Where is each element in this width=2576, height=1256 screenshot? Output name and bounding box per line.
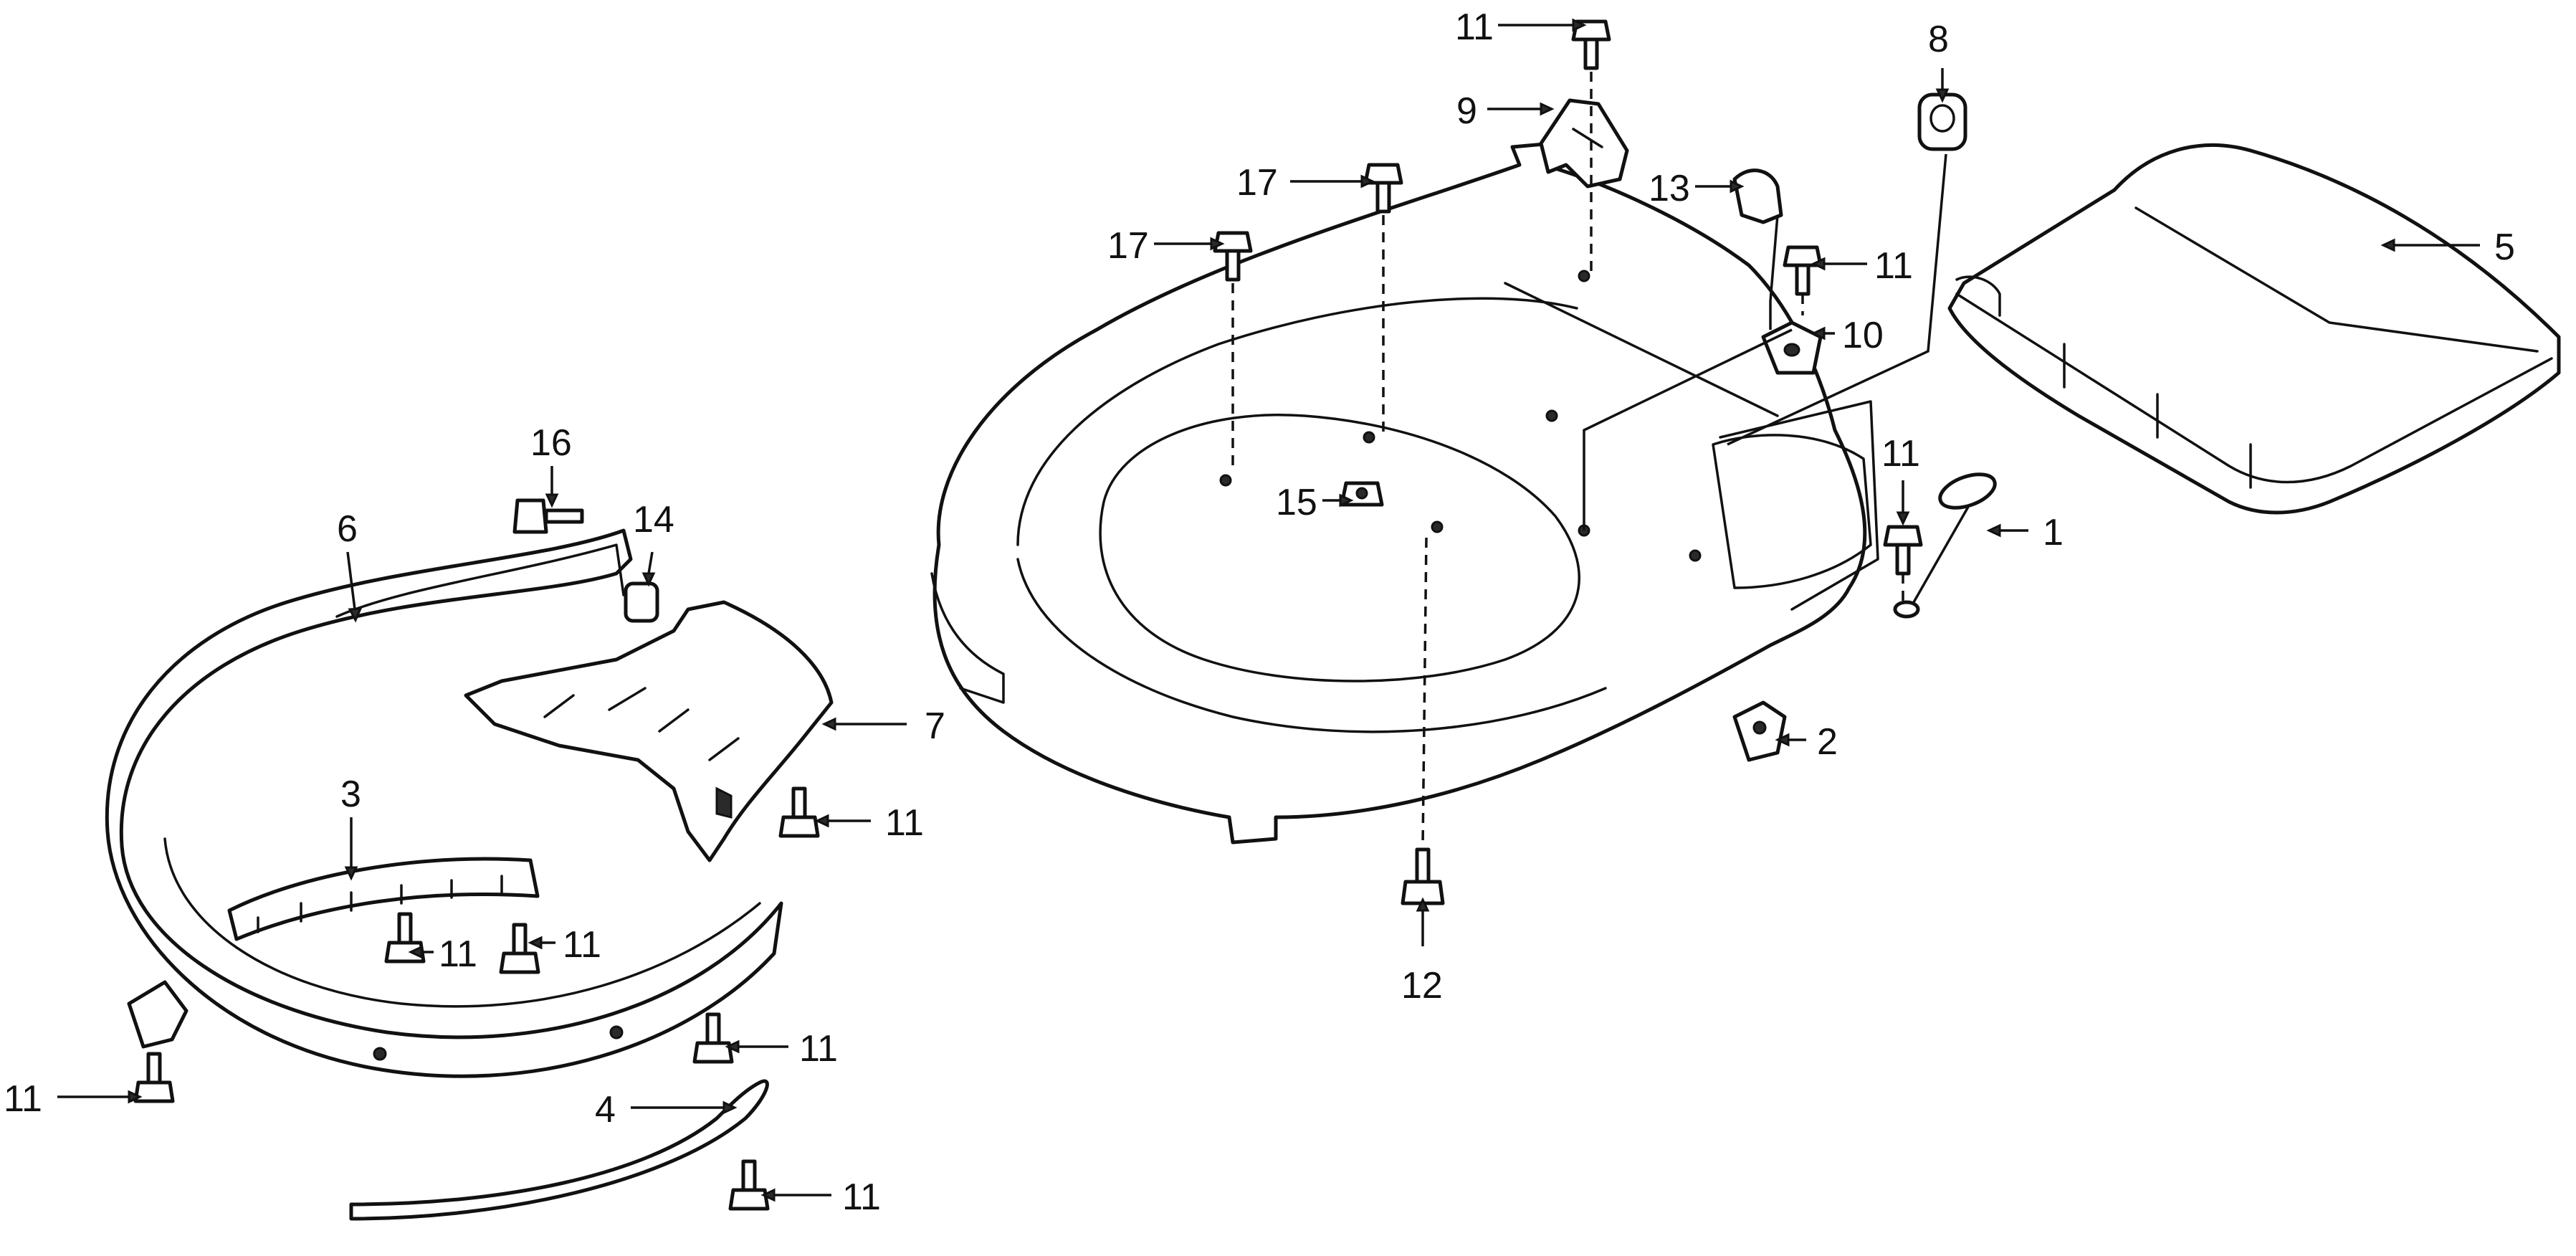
callout-13: 13 (1649, 168, 1690, 209)
grass-catcher-rim (1955, 292, 2553, 484)
part-2-latch (1732, 700, 1787, 762)
part-3-arc-strip (227, 857, 540, 941)
ring-guard-top-band (335, 543, 625, 618)
deck-rear-plate (1712, 434, 1872, 589)
callout-3: 3 (340, 774, 361, 815)
callout-11: 11 (1881, 433, 1920, 475)
callout-10: 10 (1842, 315, 1884, 356)
deck-outer-shell (932, 141, 1867, 845)
baffle-plate (464, 600, 834, 862)
deck-left-edge (930, 572, 1005, 704)
ring-guard-inner (163, 837, 761, 1008)
arc-strip-hatch (257, 875, 503, 933)
deck-inner-rim-lower (1016, 558, 1607, 733)
baffle-tab (715, 786, 733, 819)
bolt-icon (499, 923, 540, 974)
callout-17: 17 (1107, 225, 1149, 267)
ring-guard-hole (609, 1025, 624, 1039)
deck-hole (1363, 431, 1375, 444)
deck-hole (1545, 409, 1558, 422)
bolt-icon (728, 1159, 770, 1211)
deck-rear-edge (1504, 282, 1779, 417)
callout-11: 11 (439, 933, 477, 975)
lower-strip (349, 1079, 769, 1221)
part-10-clip (1761, 320, 1823, 375)
callout-6: 6 (337, 508, 358, 550)
nut-15-icon (1340, 481, 1384, 507)
callout-17: 17 (1236, 162, 1278, 204)
part-1-rod (1893, 472, 1997, 619)
part-5-grass-catcher (1947, 143, 2561, 515)
callout-1: 1 (2043, 512, 2064, 553)
bolt-icon (692, 1012, 734, 1064)
ring-guard-clip (127, 980, 189, 1049)
leader-lines (57, 18, 2480, 1202)
part-4-lower-strip (349, 1079, 769, 1221)
callout-11: 11 (4, 1078, 42, 1120)
deck-hole (1689, 549, 1702, 562)
grass-catcher-fold (2134, 206, 2539, 353)
callout-9: 9 (1456, 90, 1477, 132)
bolt-12-icon (1401, 847, 1445, 905)
part-7-baffle-plate (464, 600, 834, 862)
callout-4: 4 (595, 1089, 616, 1131)
callout-11: 11 (799, 1028, 838, 1070)
grass-catcher-ribs (2063, 343, 2252, 489)
bolt-icon (1571, 19, 1611, 70)
ring-guard-outer (105, 528, 783, 1078)
callout-labels: 11 9 17 17 13 11 10 8 5 11 1 2 15 12 16 … (4, 6, 2515, 1218)
assembly-lines (1231, 72, 1947, 847)
bolt-icon (778, 786, 820, 838)
callout-11: 11 (885, 802, 924, 844)
arc-strip (227, 857, 540, 941)
grass-catcher-handle (1955, 275, 2001, 317)
callout-11: 11 (563, 924, 601, 966)
part-8-grommet (1917, 92, 1967, 151)
callout-11: 11 (1874, 245, 1913, 287)
bolt-17-icon (1213, 231, 1253, 282)
deck-inner-rim (1016, 297, 1578, 546)
part-13-hook (1732, 168, 1783, 224)
callout-12: 12 (1401, 965, 1443, 1007)
callout-5: 5 (2494, 227, 2515, 268)
callout-11: 11 (1455, 6, 1494, 48)
grass-catcher-body (1947, 143, 2561, 515)
deck-hole (1431, 520, 1444, 533)
part-14-bushing (624, 581, 659, 623)
callout-11: 11 (842, 1176, 881, 1218)
callout-2: 2 (1817, 721, 1838, 763)
callout-7: 7 (925, 705, 945, 747)
deck-hole (1219, 474, 1232, 487)
callout-14: 14 (633, 499, 674, 541)
deck-cutting-chamber (1099, 414, 1580, 682)
bolt-16-icon (512, 498, 584, 534)
bolt-icon (384, 912, 426, 964)
deck-rear-body (1719, 400, 1879, 611)
deck-hole (1578, 270, 1590, 282)
callout-16: 16 (530, 422, 572, 464)
callout-8: 8 (1928, 19, 1949, 60)
bolt-icon-group (133, 19, 1923, 1211)
part-9-bracket (1539, 98, 1629, 189)
part-6-ring-guard (105, 528, 783, 1078)
bolt-icon (133, 1052, 175, 1103)
callout-15: 15 (1276, 482, 1317, 523)
bolt-icon (1783, 245, 1823, 296)
baffle-ribs (543, 687, 740, 761)
mower-deck (930, 141, 1879, 845)
ring-guard-hole (373, 1047, 387, 1061)
bolt-17-icon (1363, 163, 1403, 214)
bolt-icon (1883, 525, 1923, 576)
